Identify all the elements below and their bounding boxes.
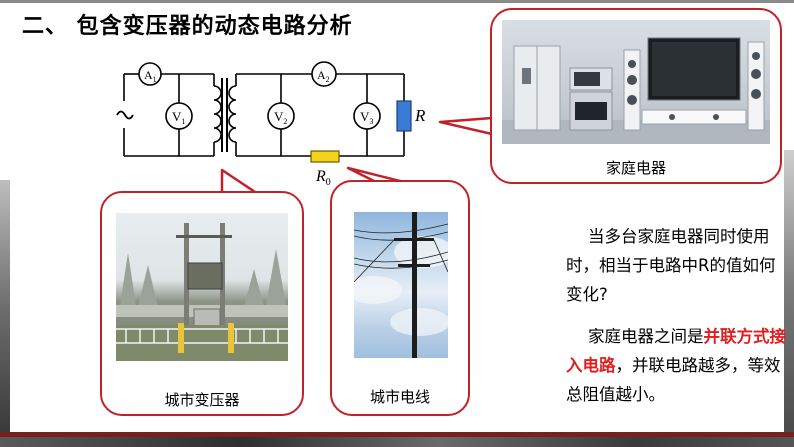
meter-v3-label: V3 (360, 109, 373, 126)
meter-v1-label: V1 (172, 109, 185, 126)
meter-a1-label: A1 (144, 68, 157, 84)
answer-text-part2: ，并联电路越多，等效总阻值越小。 (566, 356, 781, 404)
transformer-bubble: 城市变压器 (100, 191, 304, 416)
resistor-r0 (310, 150, 340, 163)
appliances-caption: 家庭电器 (605, 159, 666, 177)
slide-title: 二、 包含变压器的动态电路分析 (22, 14, 353, 39)
meter-v2-label: V2 (274, 109, 287, 126)
wires-illustration (354, 212, 448, 358)
wires-bubble: 城市电线 (330, 180, 470, 416)
resistor-r-label: R (414, 106, 426, 125)
resistor-r (396, 100, 412, 132)
question-paragraph: 当多台家庭电器同时使用时，相当于电路中R的值如何变化? (566, 222, 786, 309)
wires-caption: 城市电线 (369, 388, 430, 406)
answer-paragraph: 家庭电器之间是并联方式接入电路，并联电路越多，等效总阻值越小。 (566, 322, 786, 409)
answer-highlight: 并联方式接入电路 (566, 327, 786, 375)
frame-left-border (0, 180, 10, 432)
frame-right-border (784, 150, 794, 432)
question-text: 当多台家庭电器同时使用时，相当于电路中R的值如何变化? (566, 227, 776, 304)
wires-photo (354, 212, 448, 358)
answer-text-part1: 家庭电器之间是 (588, 327, 704, 346)
frame-bottom-accent (0, 432, 794, 437)
appliances-photo (502, 20, 770, 144)
meter-a2-label: A2 (317, 68, 330, 84)
frame-top-border (0, 0, 794, 3)
transformer-illustration (116, 223, 288, 361)
resistor-r0-label: R0 (315, 168, 331, 188)
appliances-illustration (502, 37, 770, 144)
appliances-bubble: 家庭电器 (490, 8, 782, 184)
frame-bottom-border (0, 437, 794, 447)
transformer-caption: 城市变压器 (164, 391, 240, 409)
transformer-photo (116, 213, 288, 361)
